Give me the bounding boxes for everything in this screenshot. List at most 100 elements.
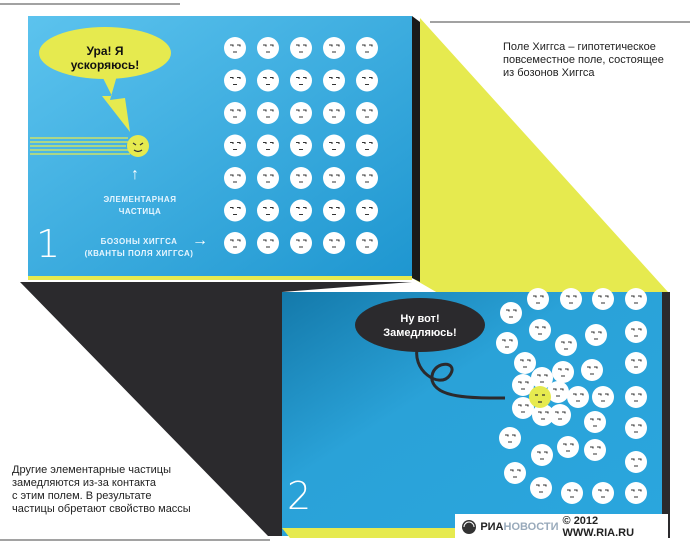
higgs-boson-face: [625, 321, 647, 343]
higgs-boson-face: [224, 134, 246, 157]
higgs-boson-face: [224, 232, 246, 254]
higgs-boson-face: [585, 324, 607, 346]
higgs-boson-face: [531, 444, 553, 466]
higgs-boson-face: [625, 352, 647, 374]
caption-bottom-line: с этим полем. В результате: [12, 490, 152, 502]
higgs-boson-face: [584, 439, 606, 461]
higgs-boson-face: [532, 404, 554, 426]
yellow-field-band: [412, 18, 668, 300]
panel2-side: [662, 292, 670, 538]
higgs-boson-face: [356, 232, 378, 254]
higgs-boson-face: [323, 199, 345, 222]
bubble1-text: Ура! Я ускоряюсь!: [70, 44, 140, 72]
panel1-number: 1: [36, 222, 61, 266]
higgs-boson-face: [592, 288, 614, 310]
higgs-boson-face: [290, 199, 312, 222]
caption-bottom-line: частицы обретают свойство массы: [12, 503, 191, 515]
higgs-boson-face: [592, 482, 614, 504]
right-arrow-icon: →: [192, 232, 208, 249]
brand-ria: РИА: [480, 521, 504, 533]
higgs-boson-face: [356, 37, 378, 59]
higgs-boson-face: [224, 167, 246, 189]
particle-label-line2: ЧАСТИЦА: [118, 207, 162, 216]
bubble2: [355, 298, 485, 352]
higgs-boson-face: [356, 199, 378, 222]
higgs-boson-face: [323, 69, 345, 92]
higgs-boson-face: [552, 361, 574, 383]
higgs-boson-face: [557, 436, 579, 458]
accelerating-particle: [127, 135, 149, 157]
higgs-boson-face: [257, 232, 279, 254]
panel1-side: [412, 16, 420, 282]
bubble1-tail: [100, 72, 130, 132]
bubble2-line2: Замедляюсь!: [383, 327, 457, 339]
higgs-boson-face: [290, 69, 312, 92]
higgs-boson-face: [224, 102, 246, 124]
higgs-boson-face: [290, 134, 312, 157]
higgs-boson-face: [499, 427, 521, 449]
higgs-boson-face: [529, 319, 551, 341]
higgs-boson-face: [625, 386, 647, 408]
higgs-boson-face: [561, 482, 583, 504]
caption-top-line: повсеместное поле, состоящее: [503, 54, 664, 66]
higgs-boson-face: [496, 332, 518, 354]
higgs-boson-face: [567, 386, 589, 408]
higgs-boson-face: [530, 477, 552, 499]
higgs-boson-face: [356, 134, 378, 157]
panel2-number: 2: [287, 474, 312, 518]
caption-bottom-line: Другие элементарные частицы: [12, 464, 171, 476]
higgs-boson-face: [323, 167, 345, 189]
higgs-boson-face: [549, 404, 571, 426]
higgs-boson-face: [257, 167, 279, 189]
bubble2-line1: Ну вот!: [400, 313, 440, 325]
higgs-boson-face: [560, 288, 582, 310]
higgs-boson-face: [625, 288, 647, 310]
higgs-boson-face: [356, 167, 378, 189]
dark-field-band: [20, 282, 412, 536]
bosons-label: БОЗОНЫ ХИГГСА (КВАНТЫ ПОЛЯ ХИГГСА): [84, 236, 194, 260]
panel2-edge: [282, 528, 460, 538]
higgs-boson-face: [290, 232, 312, 254]
caption-top-line: из бозонов Хиггса: [503, 67, 595, 79]
bubble2-tail: [415, 344, 506, 400]
higgs-boson-face: [323, 134, 345, 157]
higgs-boson-face: [323, 102, 345, 124]
caption-bottom-line: замедляются из-за контакта: [12, 477, 157, 489]
higgs-boson-face: [257, 134, 279, 157]
higgs-boson-face: [290, 102, 312, 124]
higgs-boson-face: [257, 69, 279, 92]
speed-lines: [30, 137, 130, 155]
up-arrow-icon: ↑: [131, 166, 139, 183]
particle-label: ЭЛЕМЕНТАРНАЯ ЧАСТИЦА: [90, 194, 190, 218]
bubble1: [39, 27, 171, 79]
higgs-boson-face: [625, 482, 647, 504]
higgs-boson-face: [514, 352, 536, 374]
higgs-boson-face: [257, 199, 279, 222]
ria-logo: РИАНОВОСТИ © 2012 WWW.RIA.RU: [455, 514, 668, 540]
higgs-boson-face: [625, 417, 647, 439]
copyright: © 2012 WWW.RIA.RU: [562, 515, 635, 539]
higgs-boson-face: [512, 397, 534, 419]
ria-globe-icon: [462, 520, 476, 534]
bosons-label-line1: БОЗОНЫ ХИГГСА: [100, 237, 178, 246]
particle-label-line1: ЭЛЕМЕНТАРНАЯ: [103, 195, 177, 204]
panel1-edge: [28, 276, 412, 280]
higgs-boson-face: [224, 69, 246, 92]
higgs-boson-face: [257, 37, 279, 59]
bosons-label-line2: (КВАНТЫ ПОЛЯ ХИГГСА): [84, 249, 194, 258]
higgs-boson-face: [512, 374, 534, 396]
higgs-boson-face: [531, 367, 553, 389]
higgs-boson-face: [555, 334, 577, 356]
higgs-boson-face: [584, 411, 606, 433]
higgs-boson-face: [224, 199, 246, 222]
higgs-boson-face: [592, 386, 614, 408]
caption-top-line: Поле Хиггса – гипотетическое: [503, 41, 656, 53]
higgs-boson-face: [547, 381, 569, 403]
higgs-boson-face: [625, 451, 647, 473]
higgs-boson-face: [290, 167, 312, 189]
slowed-particle: [529, 386, 551, 408]
higgs-boson-face: [356, 102, 378, 124]
higgs-boson-face: [224, 37, 246, 59]
